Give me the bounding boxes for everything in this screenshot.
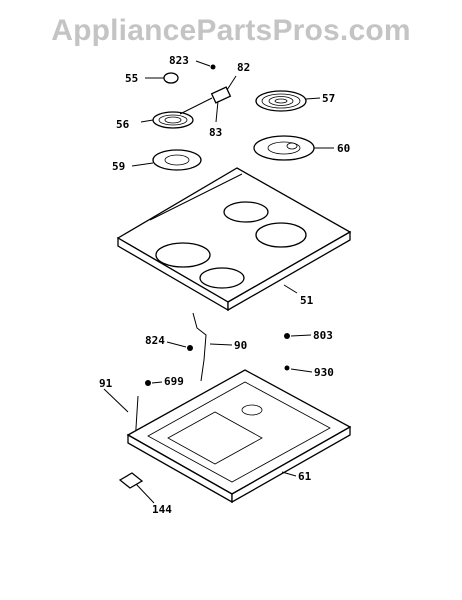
screw-803[interactable]	[284, 333, 312, 339]
drip-pan-60[interactable]	[253, 135, 334, 161]
large-surface-element-57[interactable]	[255, 90, 321, 112]
cooktop-main-top-51[interactable]	[116, 167, 352, 312]
screw-699[interactable]	[145, 380, 163, 386]
label-824: 824	[145, 334, 165, 347]
screw-930[interactable]	[284, 365, 313, 373]
label-55: 55	[125, 72, 138, 85]
label-60: 60	[337, 142, 350, 155]
label-56: 56	[116, 118, 130, 131]
label-930: 930	[314, 366, 334, 379]
bracket-144[interactable]	[118, 472, 155, 504]
knob-55[interactable]	[145, 72, 179, 84]
label-90: 90	[234, 339, 247, 352]
drip-pan-59[interactable]	[131, 149, 202, 171]
watermark-logo: AppliancePartsPros.com	[51, 14, 411, 47]
label-699: 699	[164, 375, 184, 388]
label-82: 82	[237, 61, 250, 74]
label-83: 83	[209, 126, 222, 139]
label-51: 51	[300, 294, 314, 307]
label-57: 57	[322, 92, 335, 105]
screw-824[interactable]	[166, 341, 193, 351]
label-823: 823	[169, 54, 189, 67]
screw-823[interactable]	[195, 60, 216, 70]
label-59: 59	[112, 160, 125, 173]
label-803: 803	[313, 329, 333, 342]
label-144: 144	[152, 503, 172, 516]
label-61: 61	[298, 470, 312, 483]
wire-harness-90[interactable]	[192, 312, 233, 382]
label-91: 91	[99, 377, 113, 390]
small-surface-element-56[interactable]	[140, 97, 213, 129]
terminal-block-82-83[interactable]	[210, 75, 237, 123]
burner-box-61[interactable]	[126, 369, 352, 504]
